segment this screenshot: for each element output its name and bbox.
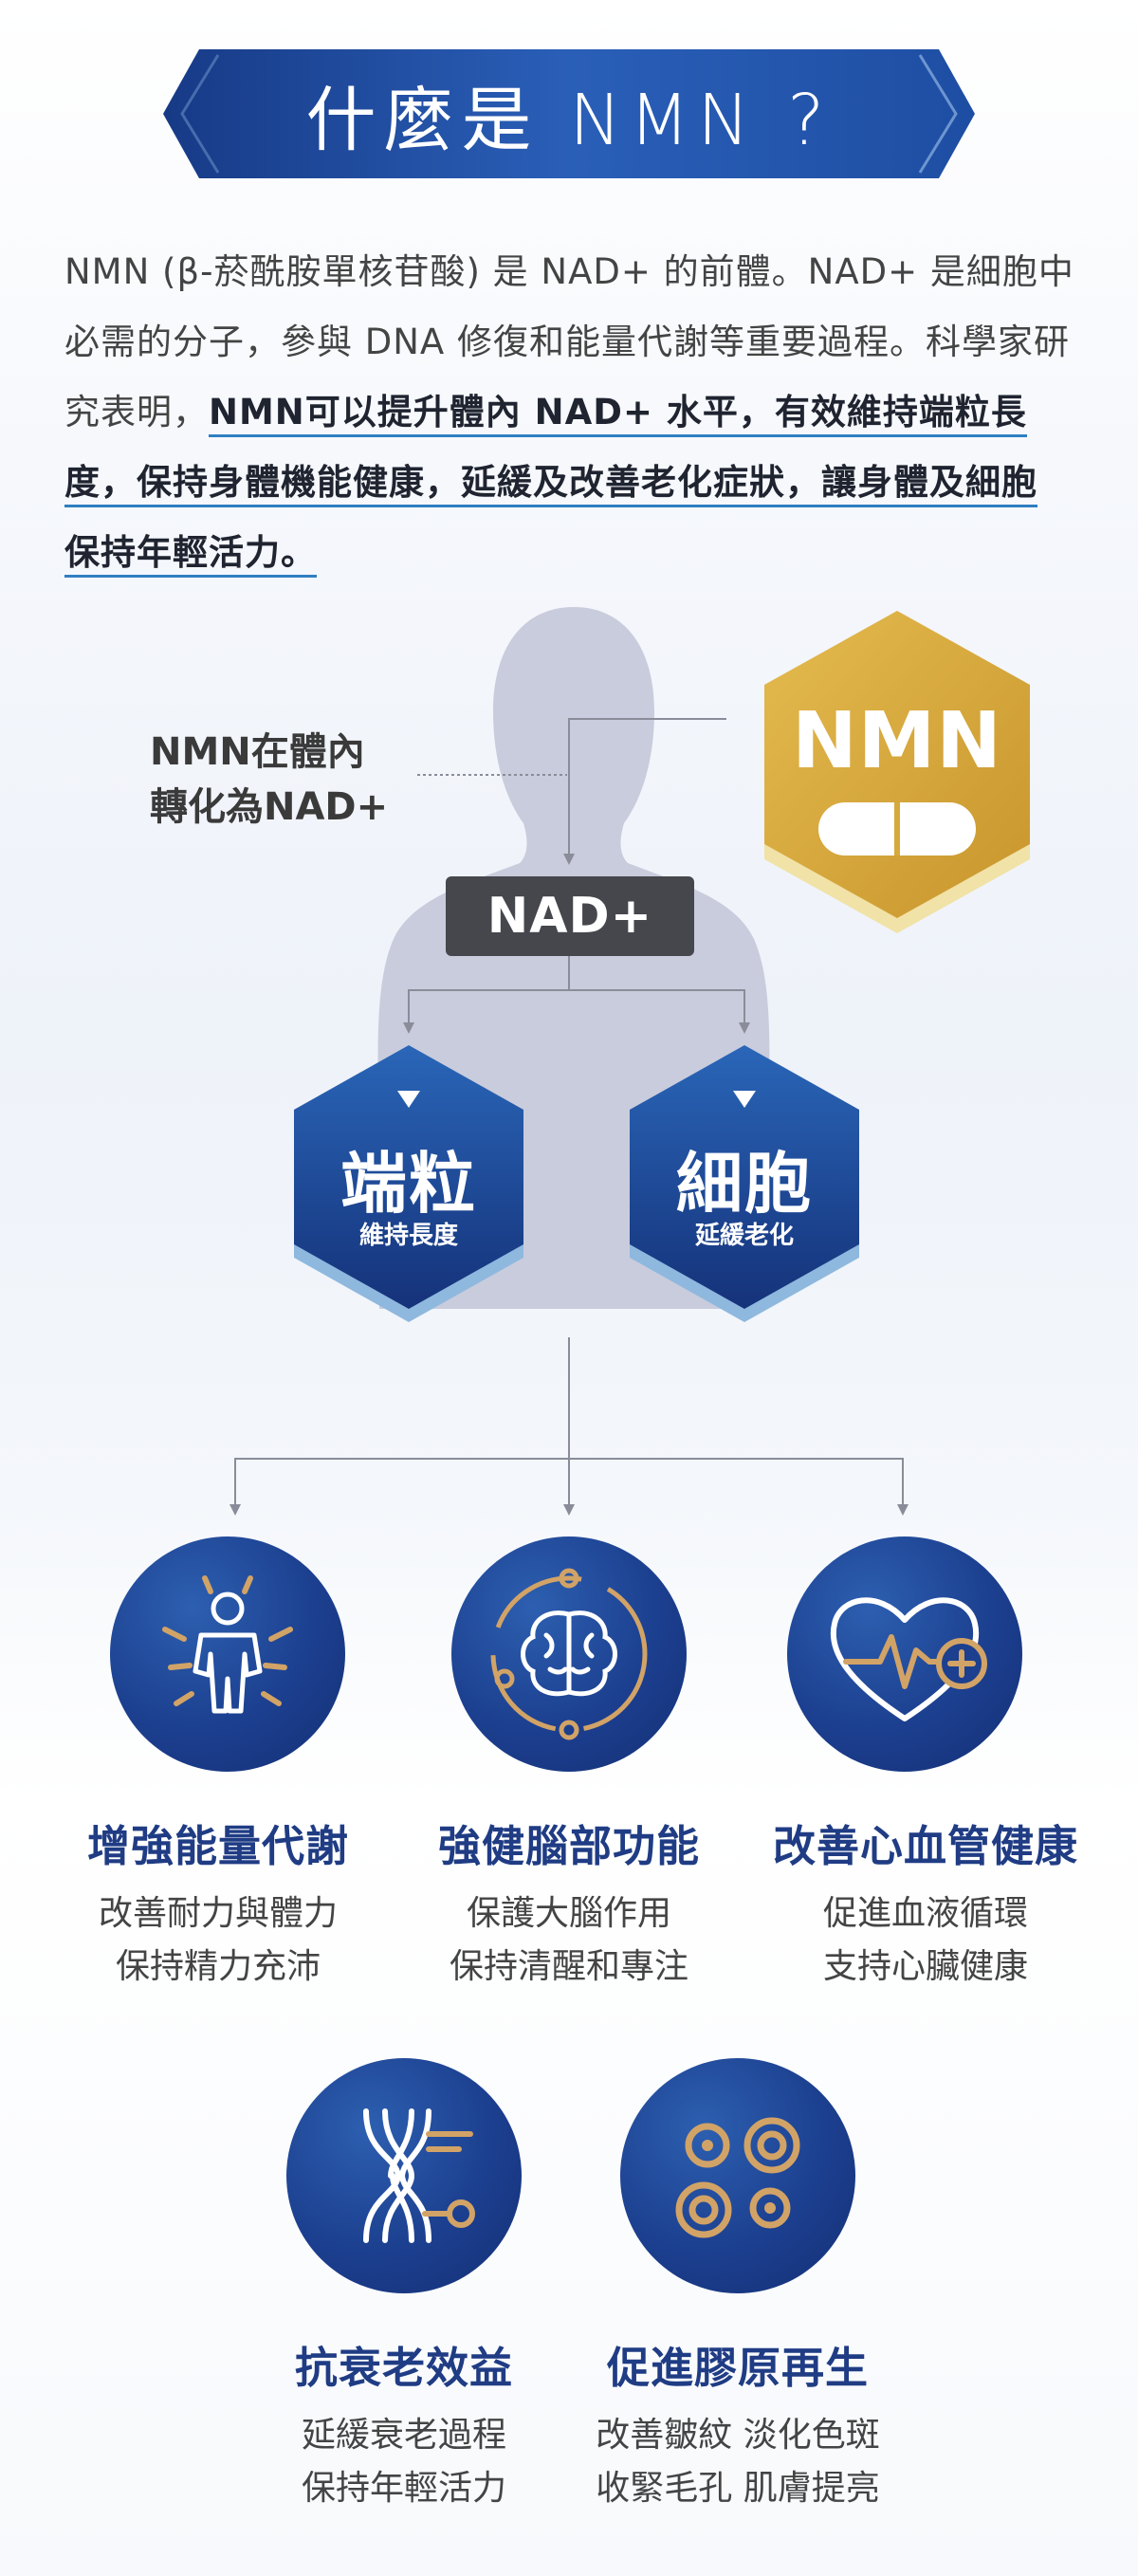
benefit-energy-line-1: 改善耐力與體力: [98, 1894, 338, 1933]
cell-title: 細胞: [676, 1145, 813, 1223]
intro-highlight-3: 保持年輕活力。: [64, 532, 317, 578]
cell-hexagon: 細胞 延緩老化: [626, 1045, 863, 1326]
intro-text: NMN (β-菸酰胺單核苷酸) 是 NAD+ 的前體。NAD+ 是細胞中必需的分…: [64, 251, 1074, 432]
nad-label-box: NAD+: [446, 876, 694, 956]
nmn-hexagon: NMN: [755, 611, 1039, 948]
benefit-energy-line-2: 保持精力充沛: [115, 1947, 321, 1986]
benefit-collagen-circle: [620, 2058, 855, 2293]
brain-icon: [490, 1568, 648, 1740]
conversion-label-line-2: 轉化為NAD+: [150, 785, 389, 829]
benefit-brain-title: 強健腦部功能: [437, 1821, 700, 1871]
collagen-cells-icon: [675, 2117, 800, 2238]
nmn-label: NMN: [792, 696, 1002, 786]
title-banner: 什麼是 NMN ?: [161, 47, 977, 180]
benefit-brain-line-1: 保護大腦作用: [466, 1894, 671, 1933]
heart-health-icon: [830, 1597, 987, 1721]
benefit-heart-title: 改善心血管健康: [772, 1821, 1078, 1871]
benefit-collagen-title: 促進膠原再生: [606, 2343, 869, 2393]
benefit-collagen-line-2: 收緊毛孔 肌膚提亮: [596, 2469, 880, 2508]
cell-subtitle: 延緩老化: [694, 1222, 794, 1250]
benefit-brain-circle: [451, 1536, 687, 1772]
intro-paragraph: NMN (β-菸酰胺單核苷酸) 是 NAD+ 的前體。NAD+ 是細胞中必需的分…: [64, 237, 1079, 588]
conversion-label: NMN在體內 轉化為NAD+: [150, 725, 453, 835]
benefit-antiaging-line-2: 保持年輕活力: [301, 2469, 506, 2508]
benefit-heart-line-2: 支持心臟健康: [822, 1947, 1028, 1986]
telomere-subtitle: 維持長度: [358, 1222, 458, 1250]
conversion-label-line-1: NMN在體內: [150, 730, 365, 774]
benefit-heart-circle: [787, 1536, 1022, 1772]
chromosome-icon: [363, 2108, 475, 2243]
benefit-energy-title: 增強能量代謝: [86, 1821, 349, 1871]
telomere-hexagon-shape: [294, 1045, 523, 1322]
intro-highlight-1: NMN可以提升體內 NAD+ 水平，有效維持端粒長: [209, 392, 1027, 437]
benefit-heart-line-1: 促進血液循環: [822, 1894, 1028, 1933]
benefit-brain-line-2: 保持清醒和專注: [449, 1947, 688, 1986]
telomere-hexagon: 端粒 維持長度: [290, 1045, 527, 1326]
energetic-person-icon: [162, 1575, 293, 1714]
page-title: 什麼是 NMN ?: [305, 79, 833, 161]
benefit-energy-circle: [110, 1536, 345, 1772]
benefit-collagen-line-1: 改善皺紋 淡化色斑: [596, 2416, 880, 2455]
title-banner-shape: [163, 49, 975, 178]
benefit-antiaging-title: 抗衰老效益: [294, 2343, 513, 2393]
telomere-title: 端粒: [340, 1145, 477, 1223]
capsule-icon: [818, 802, 976, 856]
intro-highlight-2: 度，保持身體機能健康，延緩及改善老化症狀，讓身體及細胞: [64, 462, 1037, 507]
down-triangle-icon: [397, 1091, 420, 1108]
benefit-antiaging-circle: [286, 2058, 522, 2293]
benefit-antiaging-line-1: 延緩衰老過程: [301, 2416, 506, 2455]
down-triangle-icon: [733, 1091, 756, 1108]
cell-hexagon-shape: [630, 1045, 859, 1322]
